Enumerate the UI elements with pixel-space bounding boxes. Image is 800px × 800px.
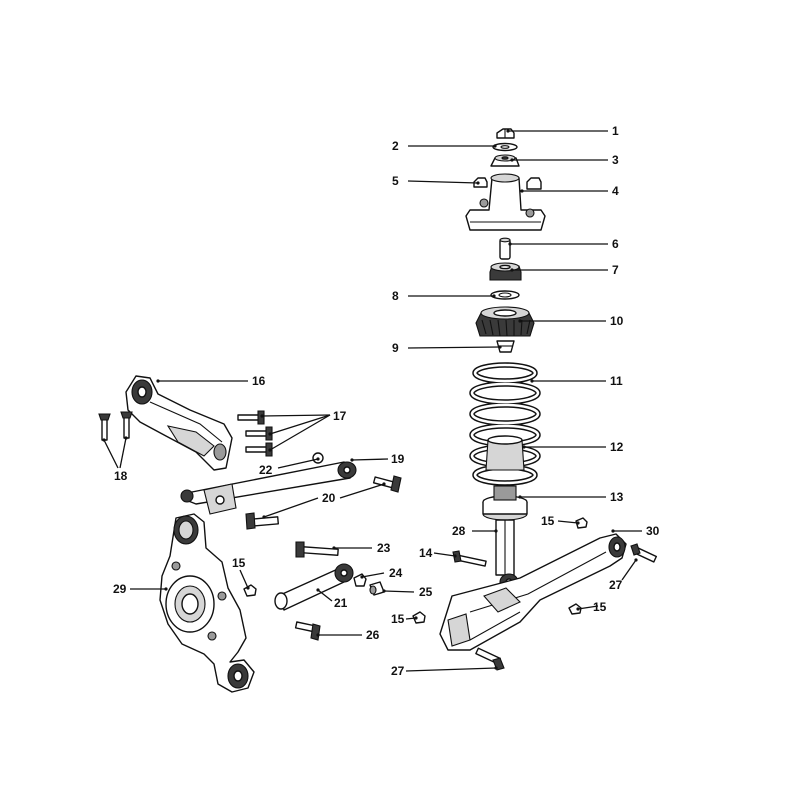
part-25-bushing bbox=[369, 581, 385, 596]
callout-6: 6 bbox=[612, 237, 619, 251]
part-17-bolts bbox=[237, 410, 273, 457]
part-13-lower-spring-seat bbox=[482, 485, 528, 521]
part-24-nut bbox=[353, 573, 367, 587]
callout-24: 24 bbox=[389, 566, 403, 580]
part-5-nut bbox=[473, 177, 488, 188]
callout-15-a: 15 bbox=[541, 514, 555, 528]
part-27-bolt-right bbox=[630, 543, 658, 563]
part-30-lower-control-arm bbox=[439, 533, 627, 651]
part-23-bolt bbox=[295, 541, 339, 558]
part-4-upper-mount bbox=[465, 173, 546, 231]
part-15-nut-c bbox=[412, 611, 426, 624]
callout-18: 18 bbox=[114, 469, 128, 483]
callout-17: 17 bbox=[333, 409, 347, 423]
callout-28: 28 bbox=[452, 524, 466, 538]
callout-22: 22 bbox=[259, 463, 273, 477]
part-14-bolt bbox=[452, 550, 487, 567]
callout-19: 19 bbox=[391, 452, 405, 466]
callout-13: 13 bbox=[610, 490, 624, 504]
callout-20: 20 bbox=[322, 491, 336, 505]
callout-14: 14 bbox=[419, 546, 433, 560]
callout-30: 30 bbox=[646, 524, 660, 538]
callout-16: 16 bbox=[252, 374, 266, 388]
callout-4: 4 bbox=[612, 184, 619, 198]
part-3-bushing bbox=[490, 154, 520, 167]
callout-15-c: 15 bbox=[391, 612, 405, 626]
part-16-upper-control-arm bbox=[125, 375, 233, 471]
part-21-toe-link bbox=[274, 563, 354, 611]
callout-15-b: 15 bbox=[593, 600, 607, 614]
part-15-nut-a bbox=[575, 517, 588, 529]
part-18-studs bbox=[98, 411, 133, 441]
part-10-spring-seat bbox=[475, 306, 535, 337]
callout-labels: 1 2 3 4 5 6 7 8 9 10 11 12 13 14 15 15 1… bbox=[113, 124, 660, 678]
callout-2: 2 bbox=[392, 139, 399, 153]
callout-9: 9 bbox=[392, 341, 399, 355]
part-2-washer bbox=[492, 142, 518, 152]
callout-8: 8 bbox=[392, 289, 399, 303]
leader-lines bbox=[102, 129, 642, 672]
callout-10: 10 bbox=[610, 314, 624, 328]
callout-5: 5 bbox=[392, 174, 399, 188]
callout-27-a: 27 bbox=[609, 578, 623, 592]
callout-29: 29 bbox=[113, 582, 127, 596]
part-6-bump-stop-sleeve bbox=[499, 237, 511, 260]
part-29-knuckle bbox=[159, 513, 255, 693]
part-7-bearing bbox=[489, 262, 522, 281]
part-27-bolt-bottom bbox=[475, 647, 505, 671]
part-12-spring-isolator bbox=[485, 435, 525, 471]
callout-21: 21 bbox=[334, 596, 348, 610]
callout-7: 7 bbox=[612, 263, 619, 277]
part-15-nut-b bbox=[568, 603, 582, 615]
callout-15-d: 15 bbox=[232, 556, 246, 570]
part-15-nut-d bbox=[243, 584, 257, 597]
part-8-washer bbox=[490, 290, 520, 300]
part-19-lateral-link bbox=[180, 461, 357, 515]
callout-27-b: 27 bbox=[391, 664, 405, 678]
callout-11: 11 bbox=[610, 374, 623, 388]
part-9-bump-stop bbox=[496, 340, 515, 353]
callout-26: 26 bbox=[366, 628, 380, 642]
callout-3: 3 bbox=[612, 153, 619, 167]
callout-23: 23 bbox=[377, 541, 391, 555]
part-26-bolt bbox=[294, 621, 321, 641]
callout-12: 12 bbox=[610, 440, 624, 454]
callout-1: 1 bbox=[612, 124, 619, 138]
callout-25: 25 bbox=[419, 585, 433, 599]
